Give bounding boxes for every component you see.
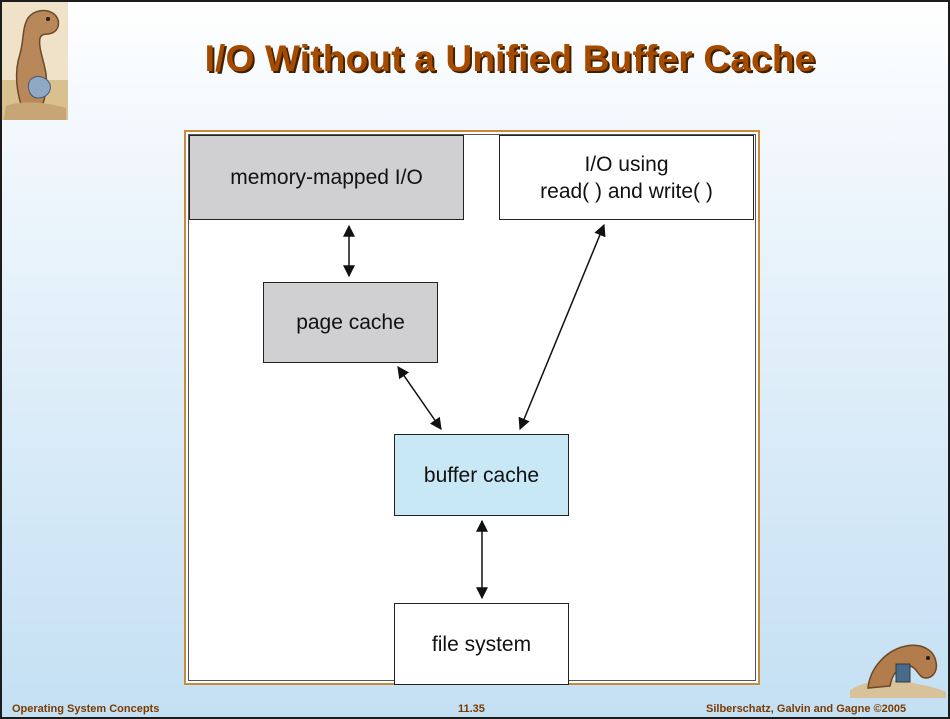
file-system-box: file system xyxy=(394,603,569,685)
page-cache-label: page cache xyxy=(296,311,405,334)
io-read-write-box: I/O using read( ) and write( ) xyxy=(499,135,754,220)
slide-title: I/O Without a Unified Buffer Cache xyxy=(204,38,816,79)
dinosaur-icon xyxy=(2,2,68,120)
footer-copyright: Silberschatz, Galvin and Gagne ©2005 xyxy=(706,703,907,715)
memory-mapped-io-label: memory-mapped I/O xyxy=(230,166,423,189)
dinosaur-icon xyxy=(850,644,946,698)
buffer-cache-label: buffer cache xyxy=(423,463,540,487)
footer-page-number: 11.35 xyxy=(458,703,485,715)
memory-mapped-io-box: memory-mapped I/O xyxy=(189,135,464,220)
file-system-label: file system xyxy=(431,632,532,656)
io-read-write-label-line2: read( ) and write( ) xyxy=(540,179,713,203)
io-read-write-label-line1: I/O using xyxy=(584,152,669,176)
page-cache-box: page cache xyxy=(263,282,438,363)
footer-book-title: Operating System Concepts xyxy=(12,703,160,715)
buffer-cache-box: buffer cache xyxy=(394,434,569,516)
